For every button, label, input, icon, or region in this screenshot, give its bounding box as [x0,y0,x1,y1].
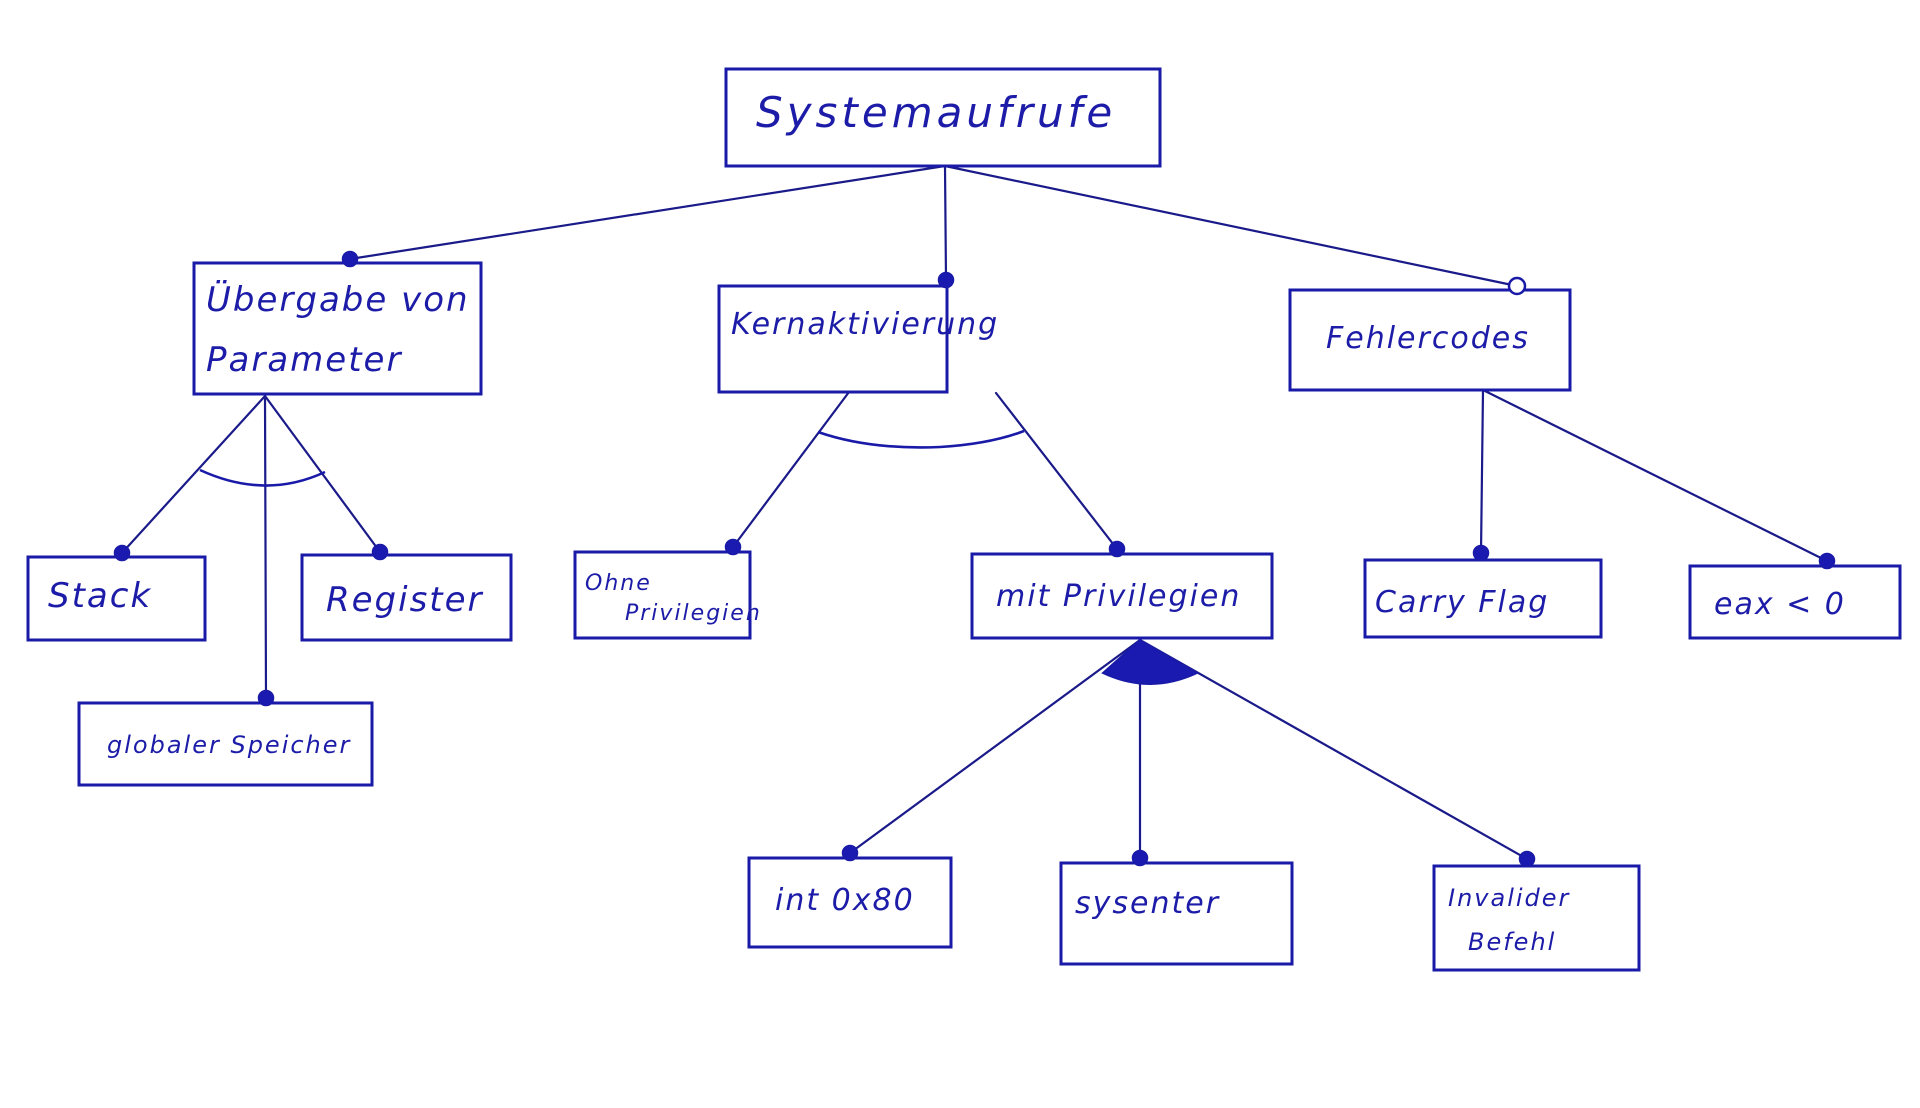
node-label-stack: Stack [48,576,152,616]
node-label-uebergabe: Übergabe von [206,279,470,320]
edge-systemaufrufe-to-kern [943,164,948,282]
edge-kern-to-mit [994,391,1119,551]
mandatory-marker-stack [113,544,131,562]
mandatory-marker-invalid [1518,850,1536,868]
node-label-ohne: Ohne [585,571,652,596]
node-mit[interactable]: mit Privilegien [970,552,1274,640]
node-register[interactable]: Register [300,553,513,642]
mandatory-marker-carry [1472,544,1490,562]
node-label-int80: int 0x80 [775,883,915,918]
node-label-global: globaler Speicher [107,731,352,759]
node-stack[interactable]: Stack [26,555,207,642]
node-global[interactable]: globaler Speicher [77,701,374,787]
node-label-eax: eax < 0 [1714,587,1846,622]
edge-uebergabe-to-stack [120,394,267,555]
optional-marker-fehler [1507,276,1527,296]
node-box-uebergabe[interactable] [192,261,483,396]
node-box-mit[interactable] [970,552,1274,640]
node-label-ohne-line2: Privilegien [625,601,762,626]
node-box-stack[interactable] [26,555,207,642]
node-label-fehler: Fehlercodes [1326,321,1530,356]
node-box-kern[interactable] [717,284,949,394]
node-label-sysenter: sysenter [1075,886,1220,921]
node-box-invalid[interactable] [1432,864,1641,972]
node-box-eax[interactable] [1688,564,1902,640]
node-box-fehler[interactable] [1288,288,1572,392]
node-label-invalid: Invalider [1448,884,1571,912]
mandatory-marker-sysenter [1131,849,1149,867]
edge-mit-to-int80 [848,638,1142,855]
node-systemaufrufe[interactable]: Systemaufrufe [724,67,1162,168]
edge-systemaufrufe-to-uebergabe [348,164,947,261]
node-label-mit: mit Privilegien [996,579,1241,614]
mandatory-marker-eax [1818,552,1836,570]
node-box-systemaufrufe[interactable] [724,67,1162,168]
dots-layer [113,250,1836,868]
node-box-ohne[interactable] [573,550,752,640]
or-group-marker-mit [1101,638,1200,685]
node-carry[interactable]: Carry Flag [1363,558,1603,639]
mandatory-marker-mit [1108,540,1126,558]
node-box-carry[interactable] [1363,558,1603,639]
node-label-invalid-line2: Befehl [1468,928,1556,956]
node-box-sysenter[interactable] [1059,861,1294,966]
edge-systemaufrufe-to-fehler [943,164,1519,288]
mandatory-marker-uebergabe [341,250,359,268]
mandatory-marker-ohne [724,538,742,556]
node-label-systemaufrufe: Systemaufrufe [756,88,1116,137]
node-sysenter[interactable]: sysenter [1059,861,1294,966]
node-int80[interactable]: int 0x80 [747,856,953,949]
node-box-global[interactable] [77,701,374,787]
mandatory-marker-kern [937,271,955,289]
node-box-int80[interactable] [747,856,953,949]
mandatory-marker-int80 [841,844,859,862]
node-fehler[interactable]: Fehlercodes [1288,288,1572,392]
edge-fehler-to-carry [1479,388,1485,555]
edge-uebergabe-to-global [263,394,268,700]
mandatory-marker-global [257,689,275,707]
node-box-register[interactable] [300,553,513,642]
node-kern[interactable]: Kernaktivierung [717,284,999,394]
node-label-uebergabe-line2: Parameter [206,340,402,380]
edge-mit-to-invalid [1138,638,1529,861]
node-label-register: Register [326,580,484,620]
mandatory-marker-register [371,543,389,561]
edge-fehler-to-eax [1481,388,1829,563]
groups-layer [199,429,1200,685]
node-label-kern: Kernaktivierung [731,307,999,342]
node-eax[interactable]: eax < 0 [1688,564,1902,640]
edge-kern-to-ohne [731,390,851,549]
node-label-carry: Carry Flag [1375,585,1549,620]
alternative-group-arc-uebergabe [199,468,326,487]
alternative-group-arc-kern [817,429,1025,449]
